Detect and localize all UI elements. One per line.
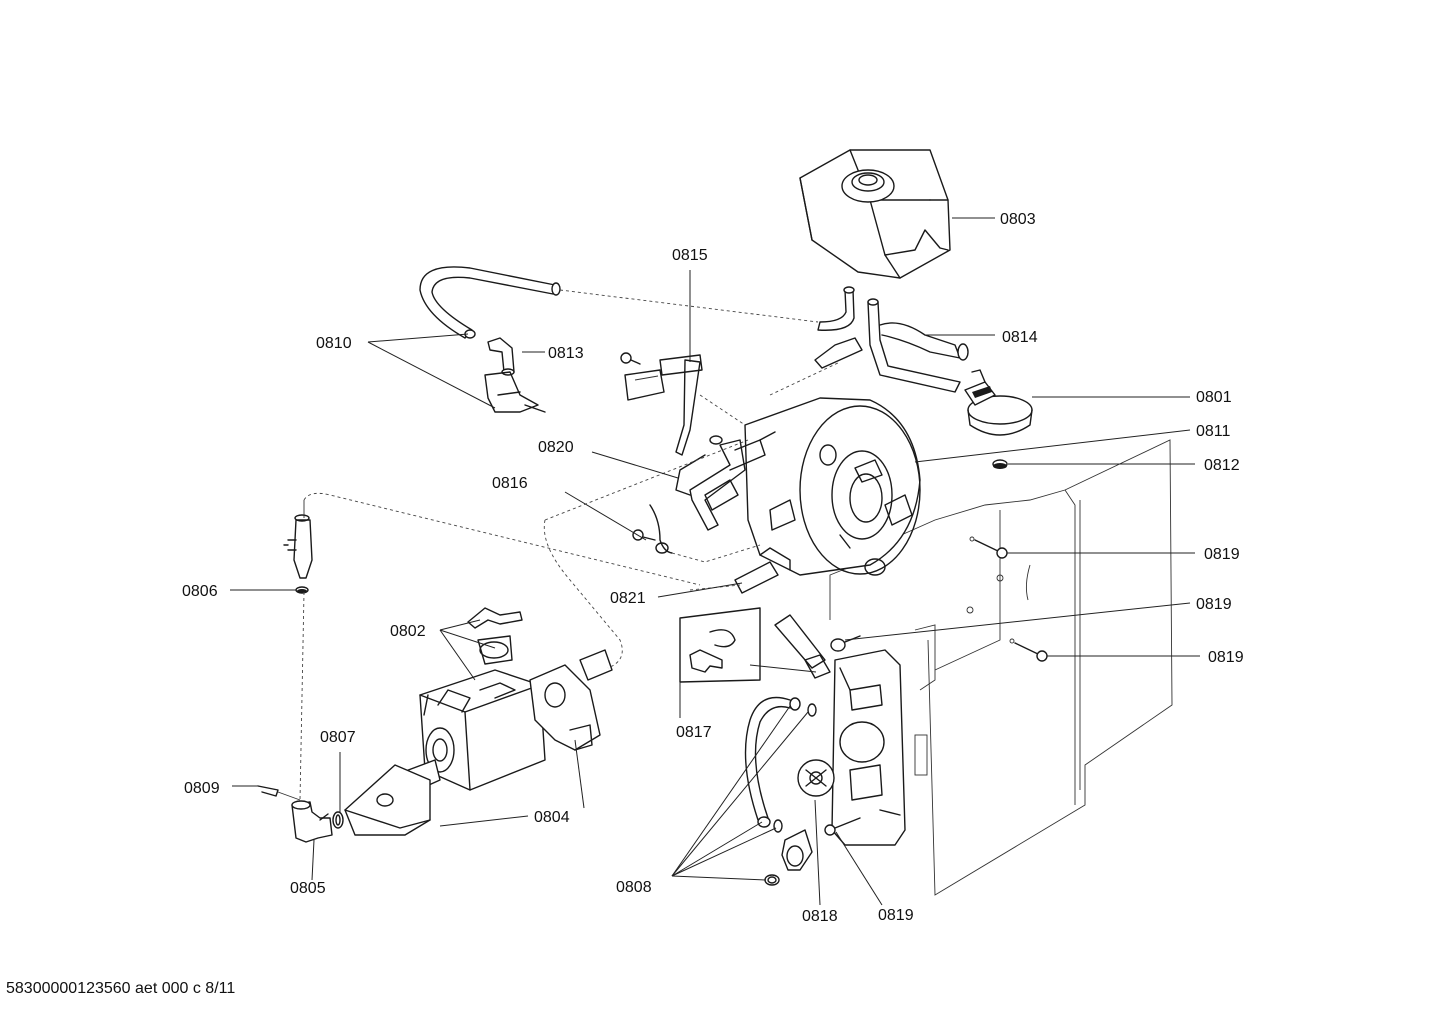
callout-0814: 0814 [1002, 329, 1038, 346]
hose-0808 [744, 696, 817, 886]
callout-0819-right: 0819 [1208, 649, 1244, 666]
leader-lines [230, 217, 1200, 906]
callout-0821: 0821 [610, 590, 646, 607]
callout-0817: 0817 [676, 724, 712, 741]
callout-0813: 0813 [548, 345, 584, 362]
callout-0803: 0803 [1000, 211, 1036, 228]
hose-0821 [734, 547, 791, 594]
routing-lines [299, 289, 841, 801]
callout-0804: 0804 [534, 809, 570, 826]
reservoir-box-0803 [799, 149, 951, 279]
callout-0808: 0808 [616, 879, 652, 896]
control-unit [781, 649, 906, 871]
screws-0819 [824, 536, 1048, 836]
hoses-0814 [814, 286, 969, 393]
callout-0801: 0801 [1196, 389, 1232, 406]
ring-0807 [332, 811, 344, 829]
callout-0810: 0810 [316, 335, 352, 352]
callout-0815: 0815 [672, 247, 708, 264]
callout-labels: 0803 0815 0814 0810 0813 0801 0811 0820 … [182, 211, 1244, 925]
callout-0819-bottom: 0819 [878, 907, 914, 924]
pump-0804 [344, 649, 613, 836]
callout-0819-top: 0819 [1204, 546, 1240, 563]
drawing-reference-code: 58300000123560 aet 000 c 8/11 [6, 980, 236, 997]
sensor-0815 [620, 352, 703, 456]
heater-housing-0811 [744, 397, 921, 576]
callout-0807: 0807 [320, 729, 356, 746]
clamps-0802 [467, 607, 523, 665]
elbow-0805 [291, 800, 333, 843]
callout-0802: 0802 [390, 623, 426, 640]
callout-0819-mid: 0819 [1196, 596, 1232, 613]
valve-0806 [283, 500, 313, 594]
elbow-0813 [484, 337, 546, 413]
callout-0809: 0809 [184, 780, 220, 797]
callout-0806: 0806 [182, 583, 218, 600]
clip-0809 [257, 785, 301, 801]
callout-0805: 0805 [290, 880, 326, 897]
screw-0816 [632, 504, 673, 554]
callout-0816: 0816 [492, 475, 528, 492]
callout-0818: 0818 [802, 908, 838, 925]
hose-0820 [675, 435, 766, 531]
callout-0811: 0811 [1196, 423, 1231, 440]
ring-0812 [992, 459, 1008, 469]
callout-0812: 0812 [1204, 457, 1240, 474]
callout-0820: 0820 [538, 439, 574, 456]
pressure-switch-0801 [964, 369, 1033, 436]
hose-0810 [419, 266, 561, 339]
